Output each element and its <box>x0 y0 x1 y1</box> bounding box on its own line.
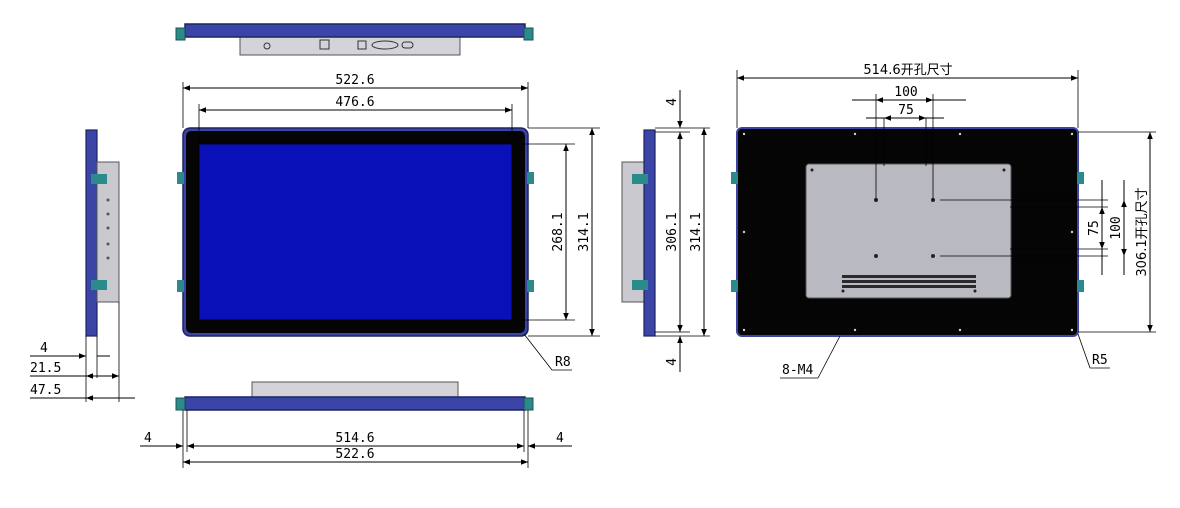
front-view <box>177 127 534 337</box>
dim-bottom-cutout-width: 514.6 <box>335 431 374 446</box>
dim-side-bottom-4: 4 <box>665 358 680 366</box>
dim-front-screen-width: 476.6 <box>335 95 374 110</box>
dim-vesa-inner-h: 75 <box>898 103 914 118</box>
dim-bottom-left-4: 4 <box>144 431 152 446</box>
dim-bottom-outer-width: 522.6 <box>335 447 374 462</box>
dim-front-outer-height: 314.1 <box>577 212 592 251</box>
dim-side-4: 4 <box>40 341 48 356</box>
dim-side-47-5: 47.5 <box>30 383 61 398</box>
dim-side-top-4: 4 <box>665 98 680 106</box>
dim-side-outer-height: 314.1 <box>689 212 704 251</box>
dim-front-screen-height: 268.1 <box>551 212 566 251</box>
left-side-view <box>85 129 120 337</box>
right-side-view <box>621 129 656 337</box>
dim-vesa-inner-v: 75 <box>1087 220 1102 236</box>
dim-side-cutout-height: 306.1 <box>665 212 680 251</box>
dim-back-cutout-height: 306.1开孔尺寸 <box>1135 187 1150 276</box>
bottom-view <box>175 381 534 411</box>
back-view <box>731 127 1084 337</box>
top-view <box>175 23 534 56</box>
dim-vesa-outer-v: 100 <box>1109 216 1124 239</box>
dim-side-21-5: 21.5 <box>30 361 61 376</box>
dim-vesa-outer-h: 100 <box>894 85 917 100</box>
dim-bottom-right-4: 4 <box>556 431 564 446</box>
label-screw-8-m4: 8-M4 <box>782 363 813 378</box>
dim-back-cutout-width: 514.6开孔尺寸 <box>863 63 952 78</box>
label-corner-radius-r8: R8 <box>555 355 571 370</box>
dim-front-outer-width: 522.6 <box>335 73 374 88</box>
label-corner-radius-r5: R5 <box>1092 353 1108 368</box>
